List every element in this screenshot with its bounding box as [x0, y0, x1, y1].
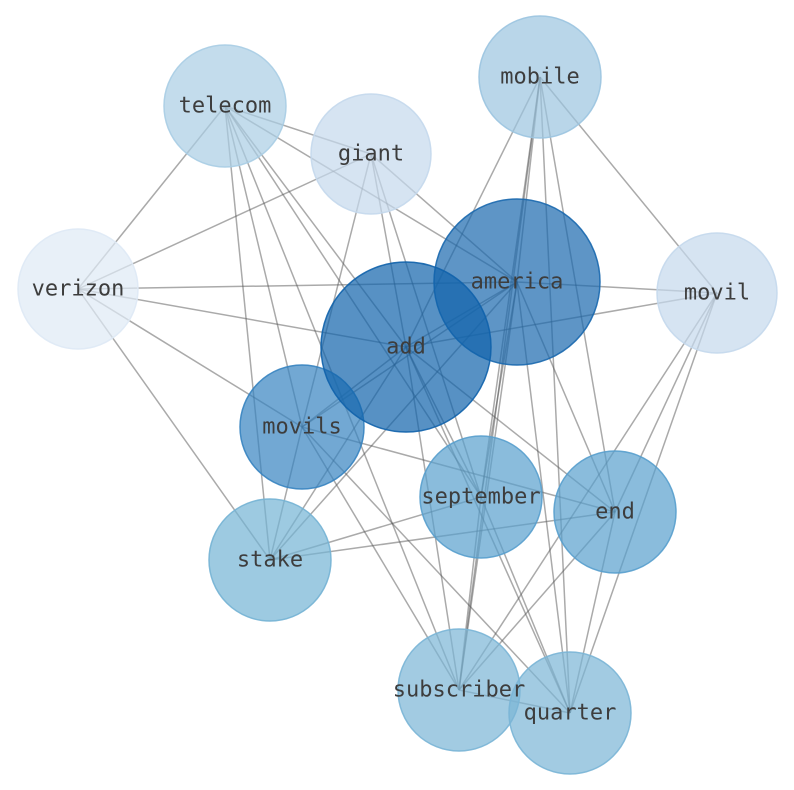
node-mobile: [478, 15, 602, 139]
node-subscriber: [397, 628, 521, 752]
node-add: [320, 261, 492, 433]
edge-mobile-quarter: [539, 76, 571, 714]
node-giant: [310, 93, 432, 215]
node-stake: [208, 498, 332, 622]
node-verizon: [17, 228, 139, 350]
node-telecom: [163, 44, 287, 168]
node-end: [553, 450, 677, 574]
node-september: [419, 435, 543, 559]
node-layer: [17, 15, 778, 775]
node-movils: [239, 364, 365, 490]
edge-movils-quarter: [301, 426, 571, 714]
node-quarter: [508, 651, 632, 775]
node-movil: [656, 232, 778, 354]
edge-telecom-stake: [224, 105, 271, 561]
